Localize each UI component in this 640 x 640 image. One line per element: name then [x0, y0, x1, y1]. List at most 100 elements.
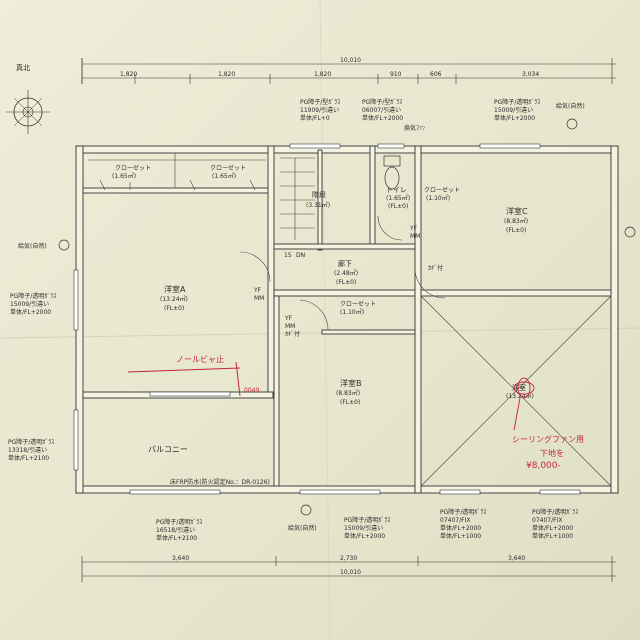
balcony-note: 床FRP防水(防火認定No.：DR-0126): [170, 478, 270, 486]
yoshitsuA-area: (13.24㎡): [160, 295, 188, 303]
win-left1-l3: 単体/FL+2000: [10, 308, 51, 316]
win-top1-l1: PG障子/型ｶﾞﾗｽ: [300, 98, 340, 106]
top-dim-6: 3,034: [522, 71, 539, 78]
red-ceiling-fan: シーリングファン用: [512, 434, 584, 444]
win-left2-l2: 13318/引違い: [8, 446, 47, 454]
yoshitsuC-area: (8.83㎡): [504, 217, 528, 225]
closet1-area: (1.65㎡): [112, 172, 136, 180]
closet4-area: (1.10㎡): [340, 308, 364, 316]
paper-fold-line: [0, 327, 640, 339]
yoshitsuC-fl: (FL±0): [506, 227, 526, 234]
red-annotation-line: [235, 361, 241, 397]
red-label: ノールビャ止: [176, 354, 224, 364]
red-num-note: 0049: [244, 387, 259, 394]
stairs-hatching: [280, 157, 315, 240]
stairs-name: 階段: [312, 190, 326, 199]
win-top1-l3: 単体/FL+0: [300, 114, 330, 122]
north-compass-icon: [6, 90, 50, 134]
tag-kk-2: ｶｷﾞ付: [428, 264, 443, 272]
compass-label: 真北: [16, 63, 30, 72]
stairs-area: (3.31㎡): [306, 201, 330, 209]
vent-icons: [58, 118, 636, 516]
toilet-icon: [383, 155, 401, 190]
tag-mm-1: MM: [285, 323, 295, 330]
win-left2-l3: 単体/FL+2100: [8, 454, 49, 462]
bottom-dimension-lines: [81, 556, 616, 582]
win-top2-l2: 06007/引違い: [362, 106, 401, 114]
win-top1-l2: 11909/引違い: [300, 106, 339, 114]
yoshitsuB-name: 洋室B: [340, 378, 362, 388]
vent-label-1: 給気(自然): [18, 242, 47, 250]
yoshitsuA-fl: (FL±0): [164, 305, 184, 312]
closet3-name: クローゼット: [424, 186, 460, 194]
closet-shelves: [88, 153, 266, 191]
closet4-name: クローゼット: [340, 300, 376, 308]
win-left1-l1: PG障子/透明ｶﾞﾗｽ: [10, 292, 56, 300]
win-bot2-l3: 単体/FL+2000: [344, 532, 385, 540]
balcony-name: バルコニー: [148, 445, 188, 454]
vent-label-2: 給気(自然): [556, 102, 585, 110]
closet3-area: (1.10㎡): [426, 194, 450, 202]
win-bot3-l1: PG障子/透明ｶﾞﾗｽ: [440, 508, 486, 516]
win-bot4-l1: PG障子/透明ｶﾞﾗｽ: [532, 508, 578, 516]
yoshitsuB-fl: (FL±0): [340, 399, 360, 406]
win-bot3-l3: 単体/FL+2000: [440, 524, 481, 532]
win-left1-l2: 15009/引違い: [10, 300, 49, 308]
tag-15: 15: [284, 252, 292, 259]
yoshitsuA-name: 洋室A: [164, 284, 186, 294]
hallway-fl: (FL±0): [336, 279, 356, 286]
win-bot4-l4: 単体/FL+1000: [532, 532, 573, 540]
hallway-area: (2.48㎡): [334, 269, 358, 277]
vent-label-3: 給気(自然): [288, 524, 317, 532]
top-dim-5: 606: [430, 71, 442, 78]
tag-yf-1: YF: [284, 315, 293, 322]
top-dim-4: 910: [390, 71, 402, 78]
win-top3-l2: 15009/引違い: [494, 106, 533, 114]
tag-mm-3: MM: [254, 295, 264, 302]
red-annotation-line: [127, 367, 241, 373]
win-bot4-l2: 07407/FIX: [532, 517, 562, 524]
top-dimension-lines: [81, 58, 616, 84]
tag-yf-3: YF: [253, 287, 262, 294]
win-bot3-l2: 07407/FIX: [440, 517, 470, 524]
toilet-fl: (FL±0): [388, 203, 408, 210]
bottom-dim-3: 3,640: [508, 555, 525, 562]
red-ceiling-fan-2: 下地を: [540, 448, 564, 458]
top-dim-2: 1,820: [218, 71, 235, 78]
top-dim-1: 1,820: [120, 71, 137, 78]
bottom-dim-1: 3,640: [172, 555, 189, 562]
win-bot2-l1: PG障子/透明ｶﾞﾗｽ: [344, 516, 390, 524]
bottom-total-dimension: 10,010: [340, 569, 361, 576]
room4-name: 洋室: [512, 383, 526, 392]
tag-yf-2: YF: [409, 225, 418, 232]
top-total-dimension: 10,010: [340, 57, 361, 64]
win-bot1-l1: PG障子/透明ｶﾞﾗｽ: [156, 518, 202, 526]
win-bot4-l3: 単体/FL+2000: [532, 524, 573, 532]
red-flower-icon: [513, 377, 535, 431]
win-top3-l3: 単体/FL+2000: [494, 114, 535, 122]
bottom-dim-2: 2,730: [340, 555, 357, 562]
window-marks: [73, 143, 581, 495]
hallway-name: 廊下: [338, 259, 352, 268]
win-top2-l1: PG障子/型ｶﾞﾗｽ: [362, 98, 402, 106]
tag-mm-2: MM: [410, 233, 420, 240]
door-swings: [239, 215, 446, 331]
win-left2-l1: PG障子/透明ｶﾞﾗｽ: [8, 438, 54, 446]
win-top2-l3: 単体/FL+2000: [362, 114, 403, 122]
vent-label-4: 換気ﾌｧﾝ: [404, 124, 425, 132]
paper-fold-line: [319, 0, 331, 640]
closet1-name: クローゼット: [115, 164, 151, 172]
yoshitsuC-name: 洋室C: [506, 206, 528, 216]
red-price: ¥8,000-: [526, 461, 561, 471]
win-bot1-l3: 単体/FL+2100: [156, 534, 197, 542]
yoshitsuB-area: (8.83㎡): [336, 389, 360, 397]
win-top3-l1: PG障子/透明ｶﾞﾗｽ: [494, 98, 540, 106]
toilet-name: トイレ: [386, 186, 407, 194]
tag-kk-1: ｶｷﾞ付: [285, 330, 300, 338]
room-ceiling-x: [420, 295, 612, 487]
toilet-area: (1.65㎡): [386, 194, 410, 202]
top-dim-3: 1,820: [314, 71, 331, 78]
win-bot3-l4: 単体/FL+1000: [440, 532, 481, 540]
